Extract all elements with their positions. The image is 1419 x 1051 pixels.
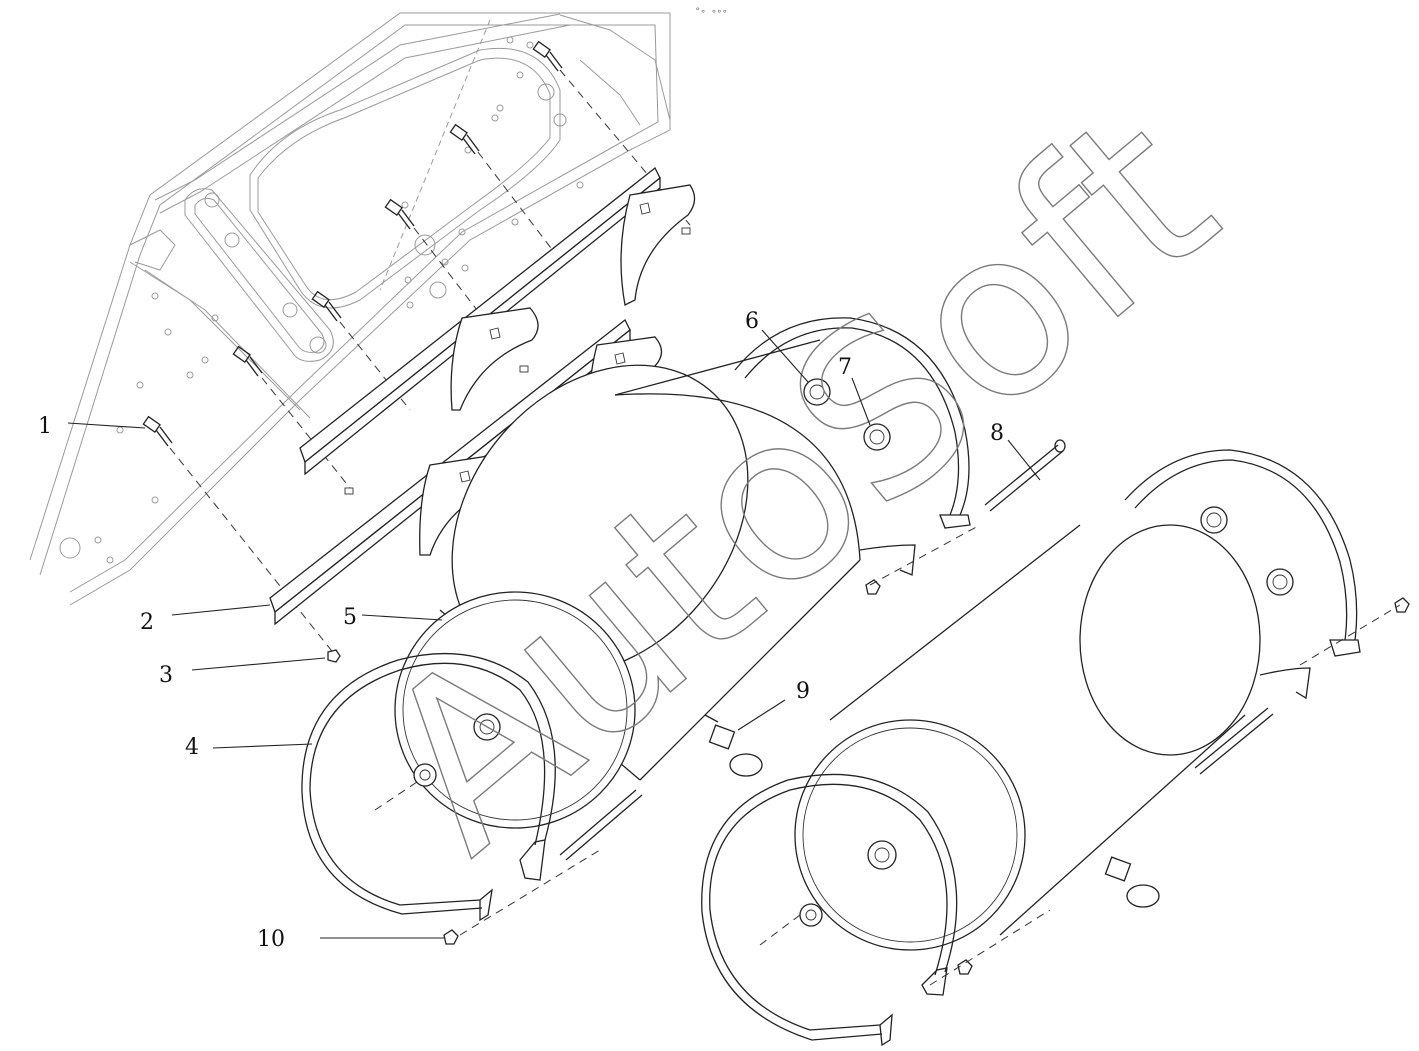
air-tank-2 <box>701 449 1410 1047</box>
callout-1: 1 <box>38 414 52 439</box>
nut-3 <box>327 649 341 663</box>
callout-9: 9 <box>796 679 810 704</box>
callout-3: 3 <box>159 663 173 688</box>
callout-8: 8 <box>990 421 1004 446</box>
callout-labels: 1 2 3 4 5 6 7 8 9 10 <box>38 309 1004 952</box>
assembly-lines <box>169 69 1401 986</box>
callout-6: 6 <box>745 309 759 334</box>
vehicle-frame <box>29 12 671 606</box>
frame-bolts <box>142 40 563 447</box>
callout-7: 7 <box>838 355 852 380</box>
callout-leaders <box>67 329 1041 939</box>
air-tank-1 <box>301 317 971 922</box>
callout-2: 2 <box>140 610 154 635</box>
tie-rod-8 <box>984 439 1066 512</box>
callout-5: 5 <box>343 605 357 630</box>
top-marker: °∘ ∘∘∘ <box>695 7 728 17</box>
nut-10 <box>443 929 459 945</box>
callout-4: 4 <box>185 735 199 760</box>
callout-10: 10 <box>257 927 285 952</box>
